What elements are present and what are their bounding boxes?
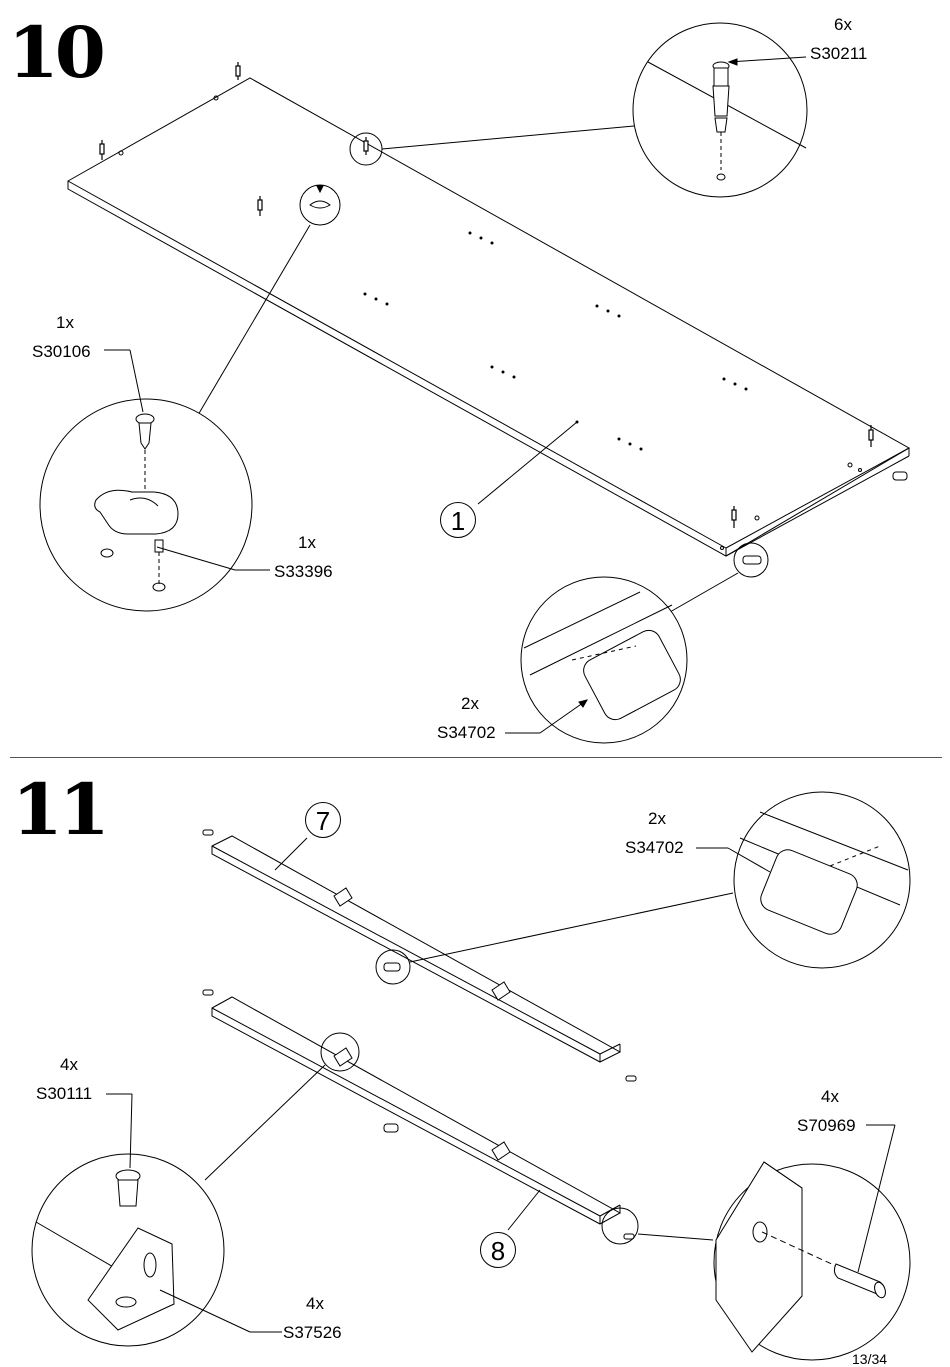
- zoom-marker-glide: [733, 542, 769, 578]
- callout-qty: 2x: [461, 694, 479, 713]
- callout-code: S30106: [32, 342, 91, 361]
- part-number-badge: 7: [305, 802, 341, 838]
- detail-circle-clip: [39, 349, 270, 612]
- callout-code: S37526: [283, 1323, 342, 1342]
- part-number-badge: 1: [440, 502, 476, 538]
- callout-qty: 4x: [60, 1055, 78, 1074]
- detail-circle-s30211: [632, 22, 808, 198]
- step-divider: [10, 757, 942, 758]
- callout-code: S33396: [274, 562, 333, 581]
- part-number-badge: 8: [480, 1232, 516, 1268]
- board-holes: [363, 231, 748, 451]
- callout-qty: 2x: [648, 809, 666, 828]
- callout-qty: 6x: [834, 15, 852, 34]
- detail-circle-bracket: [31, 1093, 282, 1347]
- step-11-number: 11: [11, 768, 110, 851]
- callout-code: S30211: [810, 44, 868, 63]
- callout-qty: 1x: [298, 533, 316, 552]
- detail-circle-glide-10: [505, 576, 688, 744]
- callout-code: S34702: [625, 838, 684, 857]
- step-10-number: 10: [7, 11, 106, 94]
- rail-7: [202, 829, 637, 1082]
- rail-8: [202, 989, 639, 1245]
- panel-1-board: [67, 77, 911, 557]
- detail-circle-glide-11: [696, 791, 911, 969]
- detail-circle-dowel: [713, 1124, 911, 1361]
- callout-code: S34702: [437, 723, 496, 742]
- page-number: 13/34: [852, 1351, 888, 1367]
- callout-qty: 4x: [306, 1294, 324, 1313]
- callout-qty: 4x: [821, 1087, 839, 1106]
- callout-code: S30111: [36, 1084, 93, 1103]
- zoom-marker-clip: [299, 184, 341, 226]
- cam-bolts: [99, 62, 874, 528]
- callout-code: S70969: [797, 1116, 856, 1135]
- callout-qty: 1x: [56, 313, 74, 332]
